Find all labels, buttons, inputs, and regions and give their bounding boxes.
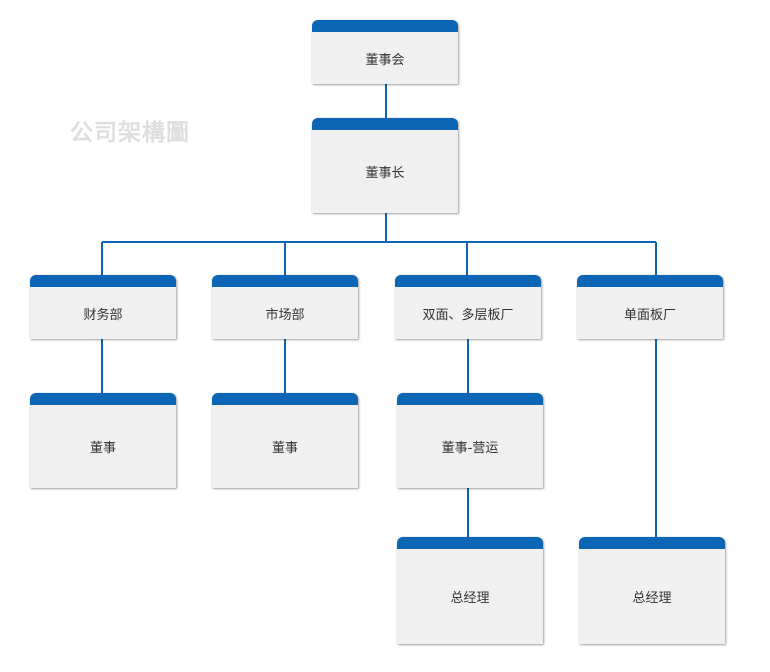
node-label: 财务部 (83, 307, 123, 323)
node-label: 总经理 (632, 591, 672, 606)
node-label: 董事会 (365, 52, 405, 68)
node-double-multilayer-plant: 双面、多层板厂 (395, 275, 541, 339)
node-marketing-dept: 市场部 (212, 275, 358, 339)
node-general-manager-single: 总经理 (579, 537, 725, 644)
node-marketing-director: 董事 (212, 393, 358, 488)
diagram-watermark-title: 公司架構圖 (70, 120, 190, 146)
node-single-layer-plant: 单面板厂 (577, 275, 723, 339)
node-chairman: 董事长 (312, 118, 458, 213)
node-label: 董事-营运 (441, 441, 499, 456)
node-label: 单面板厂 (623, 307, 676, 323)
node-general-manager-double: 总经理 (397, 537, 543, 644)
node-finance-director: 董事 (30, 393, 176, 488)
node-label: 双面、多层板厂 (422, 307, 514, 323)
node-label: 董事 (89, 441, 116, 456)
node-label: 董事长 (365, 166, 405, 181)
node-operations-director: 董事-营运 (397, 393, 543, 488)
node-label: 市场部 (265, 307, 305, 323)
node-label: 董事 (271, 441, 298, 456)
node-board-of-directors: 董事会 (312, 20, 458, 84)
node-finance-dept: 财务部 (30, 275, 176, 339)
node-label: 总经理 (450, 591, 490, 606)
